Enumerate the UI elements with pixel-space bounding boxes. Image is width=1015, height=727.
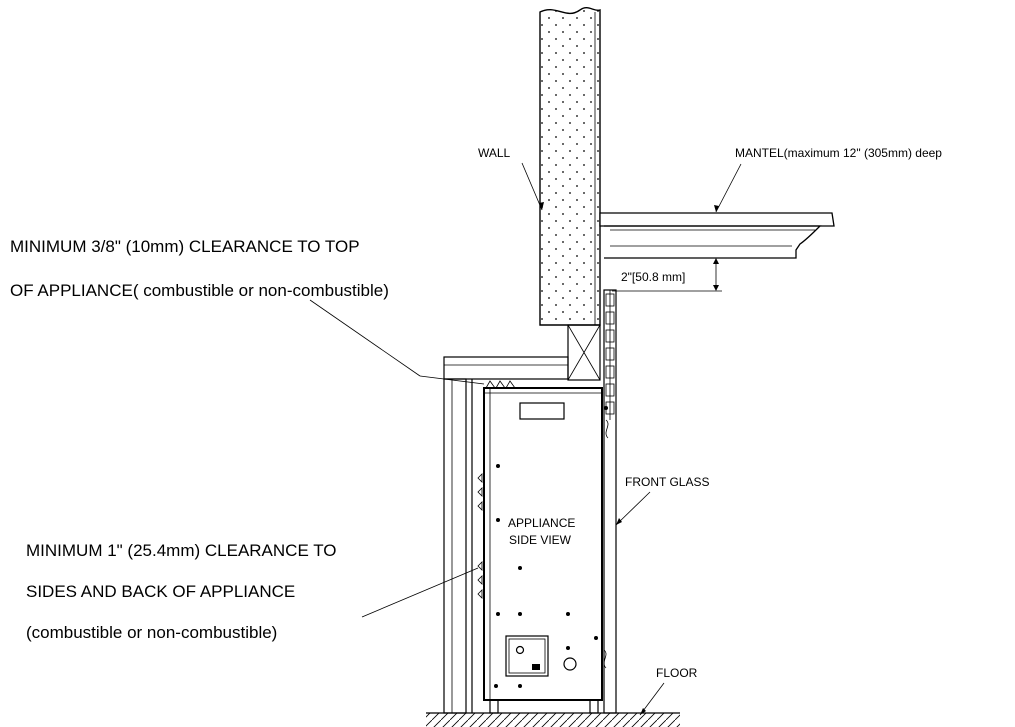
appliance <box>477 380 608 714</box>
wall-label: WALL <box>478 146 511 160</box>
wall-body <box>539 7 601 326</box>
mantel-label: MANTEL(maximum 12" (305mm) deep <box>735 146 942 160</box>
appliance-window <box>519 402 565 420</box>
mantel-gap-dimension <box>612 257 722 292</box>
mantel-molding <box>604 225 822 259</box>
floor-label: FLOOR <box>656 666 698 680</box>
side-clearance-line3: (combustible or non-combustible) <box>26 623 277 642</box>
leader-lines <box>309 162 742 716</box>
front-glass-label: FRONT GLASS <box>625 475 709 489</box>
appliance-label-line1: APPLIANCE <box>508 516 575 530</box>
top-clearance-line2: OF APPLIANCE( combustible or non-combust… <box>10 281 389 300</box>
top-clearance-line1: MINIMUM 3/8" (10mm) CLEARANCE TO TOP <box>10 237 360 256</box>
side-clearance-line1: MINIMUM 1" (25.4mm) CLEARANCE TO <box>26 541 337 560</box>
junction-box <box>505 635 549 677</box>
header-block <box>567 324 601 381</box>
appliance-body <box>483 387 603 701</box>
front-frame <box>603 289 617 714</box>
appliance-label-line2: SIDE VIEW <box>509 533 572 547</box>
side-clearance-line2: SIDES AND BACK OF APPLIANCE <box>26 582 295 601</box>
wall <box>539 7 601 381</box>
mantel-gap-label: 2"[50.8 mm] <box>621 270 685 284</box>
mantel-shelf <box>599 212 835 227</box>
enclosure-top <box>443 356 569 380</box>
floor <box>426 712 680 727</box>
enclosure-side <box>443 378 467 714</box>
mantel <box>599 212 835 259</box>
